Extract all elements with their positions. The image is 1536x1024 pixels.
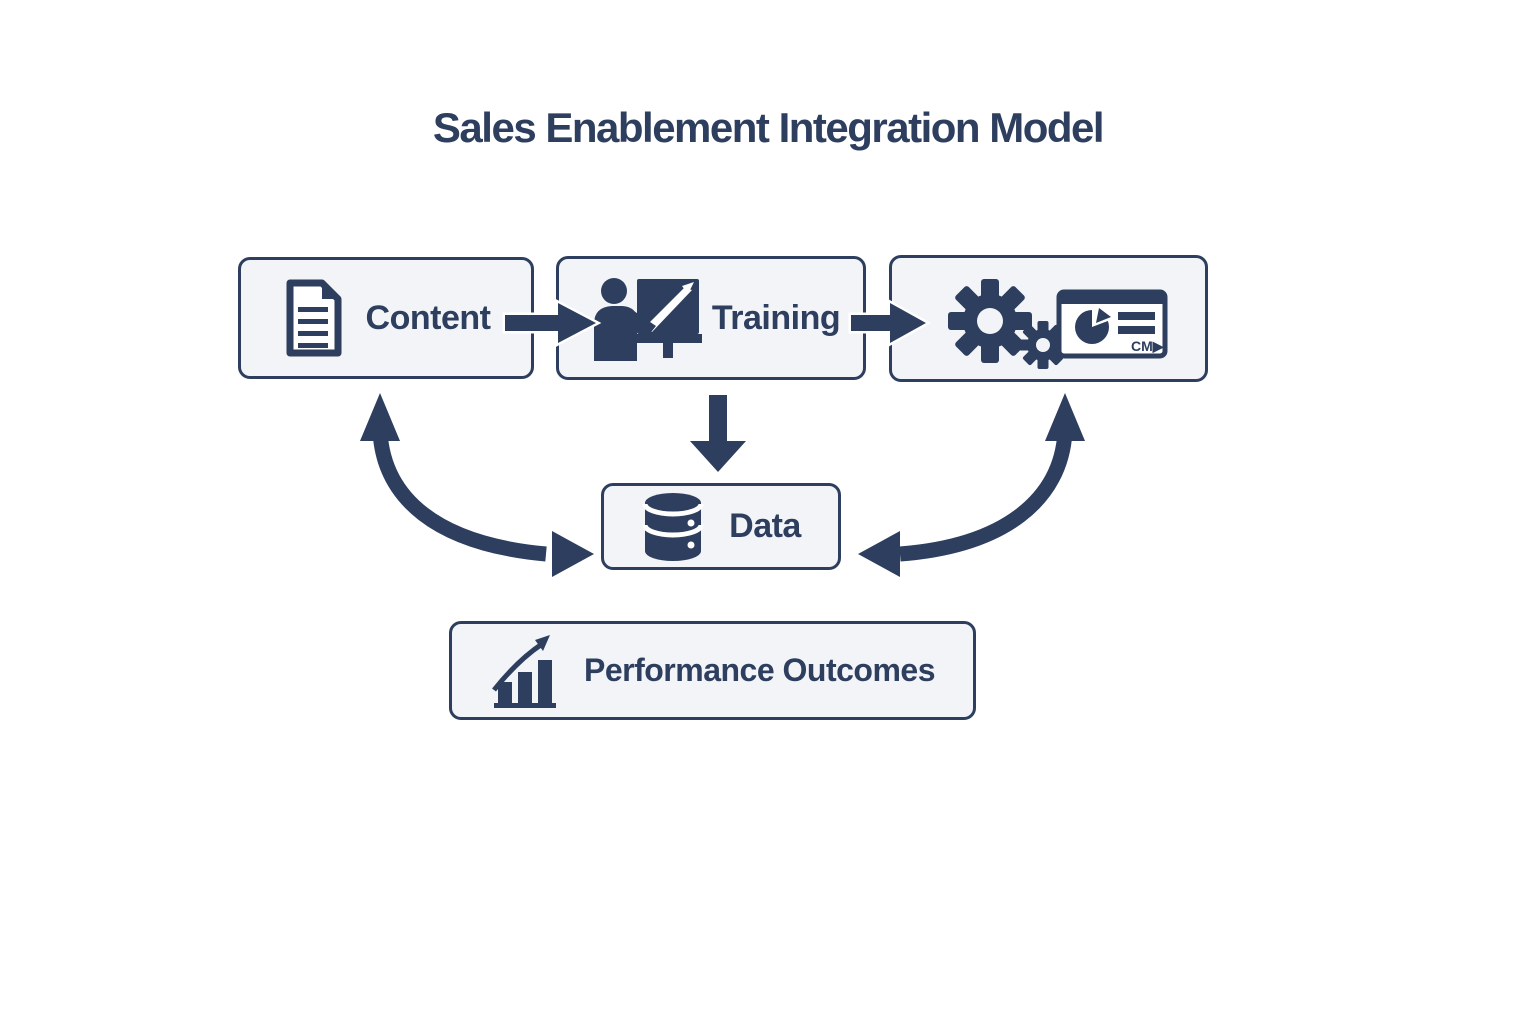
- arrow-training-to-data: [690, 395, 746, 472]
- growth-bar-chart-icon: [492, 634, 556, 708]
- content-label: Content: [365, 298, 491, 337]
- crm-dashboard-card-icon: CM▶: [1056, 289, 1168, 359]
- arrow-content-data-curved: [360, 393, 594, 577]
- node-performance-outcomes: Performance Outcomes: [449, 621, 976, 720]
- node-training: Training: [556, 256, 866, 380]
- database-icon: [642, 492, 704, 561]
- node-systems: CM▶: [889, 255, 1208, 382]
- diagram-title: Sales Enablement Integration Model: [432, 104, 1105, 151]
- node-data: Data: [601, 483, 841, 570]
- large-gear-icon: [948, 279, 1032, 363]
- node-content: Content: [238, 257, 534, 379]
- presenter-whiteboard-icon: [593, 277, 702, 361]
- data-label: Data: [729, 507, 801, 545]
- crm-card-text: CM▶: [1131, 338, 1165, 354]
- document-icon: [286, 279, 342, 357]
- arrow-training-to-systems: [848, 298, 932, 348]
- arrow-data-systems-curved: [858, 393, 1085, 577]
- arrow-content-to-training: [502, 298, 602, 348]
- performance-label: Performance Outcomes: [583, 652, 936, 688]
- training-label: Training: [711, 298, 841, 337]
